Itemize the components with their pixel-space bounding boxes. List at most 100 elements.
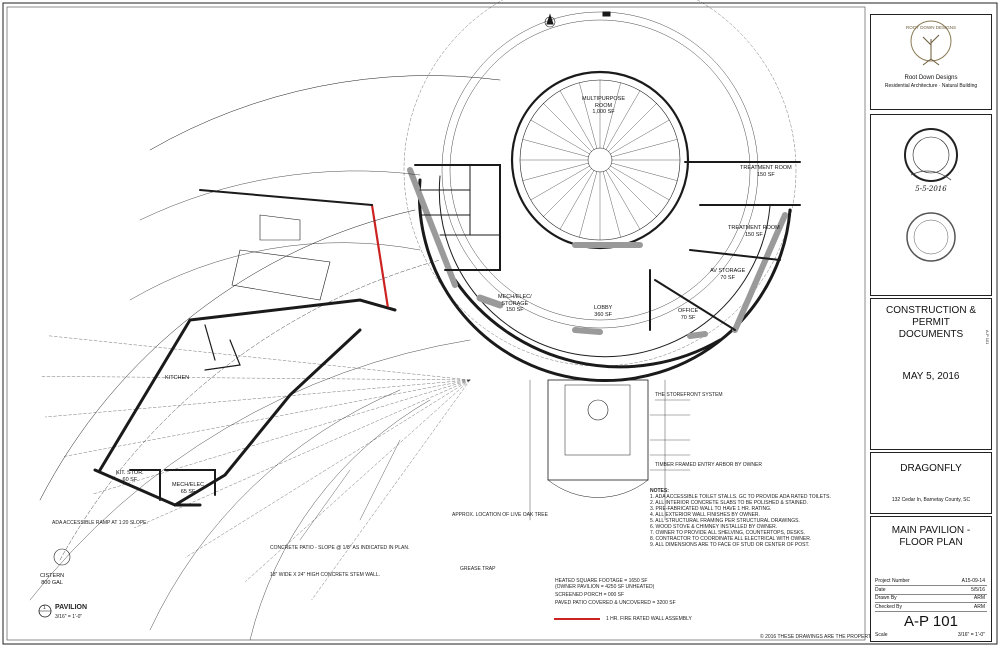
sheet-scale-label: Scale [875, 632, 888, 638]
status-panel: CONSTRUCTION & PERMIT DOCUMENTS MAY 5, 2… [870, 298, 992, 450]
note-item: 9. ALL DIMENSIONS ARE TO FACE OF STUD OR… [650, 542, 810, 548]
room-treatment-1: TREATMENT ROOM 150 SF [740, 165, 792, 178]
fan-gridline [45, 379, 471, 418]
note-item: 7. OWNER TO PROVIDE ALL SHELVING, COUNTE… [650, 530, 805, 536]
info-label: Project Number [875, 578, 910, 584]
info-row: Drawn By ARM [875, 594, 987, 603]
radial-gridline [530, 165, 590, 201]
firm-logo [909, 19, 953, 69]
radial-gridline [610, 165, 670, 201]
radial-gridline [608, 168, 657, 217]
firm-logo-text: ROOT DOWN DESIGNS [906, 25, 956, 30]
room-mech-storage: MECH/ELEC/ STORAGE 150 SF [498, 294, 532, 313]
project-panel: DRAGONFLY 132 Cedar In, Barnetay County,… [870, 452, 992, 514]
pavilion-tag-number: 1 [43, 605, 46, 611]
sheet-title-panel: MAIN PAVILION - FLOOR PLAN Project Numbe… [870, 516, 992, 642]
drawing-linework [29, 0, 801, 641]
fan-gridline [311, 379, 471, 601]
room-mech-elec: MECH/ELEC 65 SF [172, 482, 205, 495]
note-item: 4. ALL EXTERIOR WALL FINISHES BY OWNER. [650, 512, 760, 518]
sheet-scale: 3/16" = 1'-0" [957, 632, 985, 638]
radial-gridline [559, 90, 595, 150]
notes-title: NOTES: [650, 488, 669, 494]
info-value: A15-09-14 [961, 578, 985, 584]
room-kit-stor: KIT. STOR. 60 SF [116, 470, 144, 483]
radial-gridline [579, 171, 598, 238]
radial-gridline [559, 170, 595, 230]
radial-gridline [611, 139, 678, 158]
info-value: 5/5/16 [971, 586, 985, 593]
note-ramp: ADA ACCESSIBLE RAMP AT 1:20 SLOPE. [52, 520, 148, 526]
firm-tagline: Residential Architecture · Natural Build… [884, 83, 978, 89]
project-address: 132 Cedar In, Barnetay County, SC [891, 497, 971, 503]
note-grease: GREASE TRAP [460, 566, 496, 572]
legend-covered: PAVED PATIO COVERED & UNCOVERED = 3200 S… [555, 600, 676, 606]
radial-gridline [530, 119, 590, 155]
room-kitchen: KITCHEN [165, 375, 190, 381]
fan-gridline [134, 379, 471, 529]
radial-gridline [605, 90, 641, 150]
note-item: 2. ALL INTERIOR CONCRETE SLABS TO BE POL… [650, 500, 808, 506]
fan-gridline [185, 379, 471, 558]
radial-gridline [543, 168, 592, 217]
sheet-title-2: FLOOR PLAN [899, 537, 963, 548]
note-item: 5. ALL STRUCTURAL FRAMING PER STRUCTURAL… [650, 518, 800, 524]
status-title-1: CONSTRUCTION & [886, 305, 976, 316]
legend-heated: HEATED SQUARE FOOTAGE = 1650 SF [555, 578, 648, 584]
pavilion-label: PAVILION [55, 604, 88, 611]
room-multipurpose: MULTIPURPOSE ROOM 1,000 SF [582, 96, 625, 115]
note-trellis: TIMBER FRAMED ENTRY ARBOR BY OWNER [655, 462, 762, 468]
fan-gridline [39, 376, 471, 381]
note-item: 8. CONTRACTOR TO COORDINATE ALL ELECTRIC… [650, 536, 812, 542]
fan-gridline [47, 335, 471, 381]
radial-gridline [602, 171, 621, 238]
info-value: ARM [973, 595, 985, 601]
firm-panel: ROOT DOWN DESIGNS Root Down Designs Resi… [870, 14, 992, 110]
info-row: Project Number A15-09-14 [875, 577, 987, 586]
room-lobby: LOBBY 360 SF [594, 305, 613, 318]
side-stamp: A-P 101 [985, 330, 990, 345]
radial-gridline [608, 103, 657, 152]
sheet-scale-row: Scale 3/16" = 1'-0" [875, 631, 987, 639]
radial-gridline [579, 82, 598, 149]
seal-panel: 5-5-2016 [870, 114, 992, 296]
radial-gridline [522, 139, 589, 158]
note-item: 1. ADA ACCESSIBLE TOILET STALLS. GC TO P… [650, 494, 831, 500]
radial-gridline [605, 170, 641, 230]
notes-block: NOTES: 1. ADA ACCESSIBLE TOILET STALLS. … [650, 488, 860, 548]
sheet-title-1: MAIN PAVILION - [891, 525, 971, 536]
note-item: 3. PRE-FABRICATED WALL TO HAVE 1 HR. RAT… [650, 506, 772, 512]
room-cistern: CISTERN 800 GAL [40, 573, 65, 586]
pavilion-scale: 3/16" = 1'-0" [55, 614, 83, 620]
firm-name: Root Down Designs [904, 75, 958, 81]
notes-list: 1. ADA ACCESSIBLE TOILET STALLS. GC TO P… [650, 494, 860, 548]
note-oak: APPROX. LOCATION OF LIVE OAK TREE [452, 512, 548, 518]
room-office: OFFICE 70 SF [678, 308, 699, 321]
status-title-3: DOCUMENTS [898, 329, 964, 340]
info-label: Checked By [875, 603, 902, 610]
radial-gridline [610, 119, 670, 155]
legend-pavilion: (OWNER PAVILION = 4250 SF UNHEATED) [555, 584, 655, 590]
fan-gridline [245, 379, 471, 582]
sheet-number: A-P 101 [904, 613, 958, 630]
note-storefront: THE STOREFRONT SYSTEM [655, 392, 723, 398]
seal-date: 5-5-2016 [915, 185, 947, 193]
radial-gridline [611, 162, 678, 181]
area-legend: HEATED SQUARE FOOTAGE = 1650 SF (OWNER P… [555, 578, 705, 606]
info-value: ARM [973, 603, 985, 610]
note-patio: CONCRETE PATIO - SLOPE @ 1/8" AS INDICAT… [270, 545, 410, 551]
project-name: DRAGONFLY [900, 463, 962, 474]
radial-gridline [543, 103, 592, 152]
copyright-notice: © 2016 THESE DRAWINGS ARE THE PROPERTY O… [760, 634, 952, 640]
architect-seal [904, 128, 958, 262]
legend-fire-wall: 1 HR. FIRE RATED WALL ASSEMBLY [606, 616, 692, 622]
fan-gridline [63, 379, 471, 457]
room-treatment-2: TREATMENT ROOM 150 SF [728, 225, 780, 238]
note-steps: 18" WIDE X 24" HIGH CONCRETE STEM WALL. [270, 572, 381, 578]
status-date: MAY 5, 2016 [902, 371, 960, 382]
info-label: Drawn By [875, 595, 897, 601]
legend-screened: SCREENED PORCH = 000 SF [555, 592, 625, 598]
